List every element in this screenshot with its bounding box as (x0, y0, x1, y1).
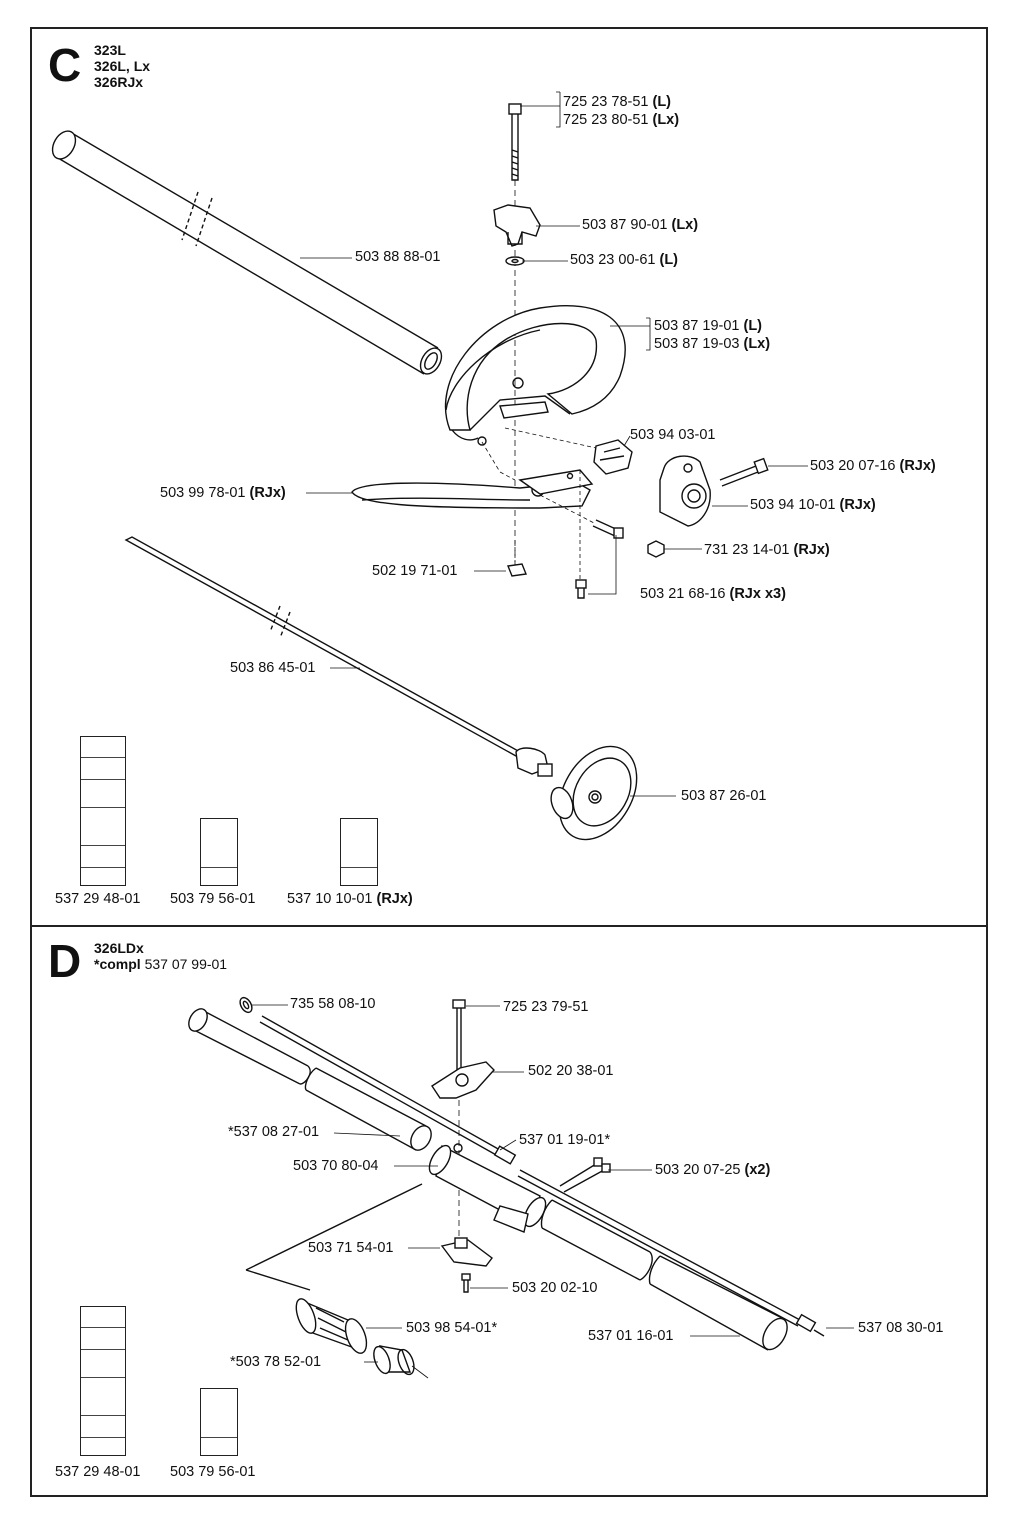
part-label: 503 98 54-01* (406, 1320, 498, 1336)
long-shaft-d (517, 1169, 825, 1337)
part-label: 503 87 90-01 (Lx) (582, 217, 699, 233)
part-label: 537 01 19-01* (519, 1132, 611, 1148)
part-label: 503 70 80-04 (293, 1158, 379, 1174)
drive-shaft-c (124, 536, 553, 777)
part-label: 503 21 68-16 (RJx x3) (640, 586, 786, 602)
inner-shaft-d (259, 1015, 517, 1165)
lower-tube-d (540, 1199, 788, 1351)
part-label: 503 87 19-03 (Lx) (654, 336, 771, 352)
part-label: 502 20 38-01 (528, 1063, 614, 1079)
wing-knob-d (431, 1061, 495, 1099)
clamp-d (440, 1237, 493, 1293)
coupling-housing-d (428, 1143, 547, 1233)
model-label: 326RJx (94, 74, 144, 90)
decal-label: 503 79 56-01 (170, 891, 256, 907)
compl-label: *compl 537 07 99-01 (94, 956, 228, 972)
part-label: 537 08 30-01 (858, 1320, 944, 1336)
decal-label: 537 10 10-01 (RJx) (287, 891, 413, 907)
filter-d (245, 1183, 423, 1354)
model-label: 326LDx (94, 940, 144, 956)
section-divider (30, 925, 988, 927)
part-label: 503 20 07-25 (x2) (655, 1162, 771, 1178)
decal-537-29-48-01-d (80, 1306, 126, 1456)
part-label: *537 08 27-01 (228, 1124, 320, 1140)
part-label: 725 23 80-51 (Lx) (563, 112, 680, 128)
part-label: 503 20 07-16 (RJx) (810, 458, 936, 474)
bracket-c (659, 455, 711, 527)
part-label: 503 86 45-01 (230, 660, 316, 676)
decal-label: 503 79 56-01 (170, 1464, 256, 1480)
shaft-tube-c (51, 130, 443, 375)
leader-lines-c (300, 91, 808, 797)
part-label: 503 94 03-01 (630, 427, 716, 443)
screw-c1 (719, 457, 769, 487)
part-label: *503 78 52-01 (230, 1354, 322, 1370)
decal-503-79-56-01-d (200, 1388, 238, 1456)
leader-lines-d (252, 1004, 854, 1363)
part-label: 502 19 71-01 (372, 563, 458, 579)
part-label: 725 23 78-51 (L) (563, 94, 672, 110)
section-d-letter: D (48, 935, 82, 987)
coupling-tube-d (304, 1067, 432, 1151)
lower-bar-c (351, 469, 594, 509)
part-label: 725 23 79-51 (503, 999, 589, 1015)
part-label: 503 87 26-01 (681, 788, 767, 804)
washer-c (505, 256, 525, 266)
part-label: 503 94 10-01 (RJx) (750, 497, 876, 513)
screws-d (559, 1157, 611, 1193)
model-label: 326L, Lx (94, 58, 151, 74)
decal-537-29-48-01-c (80, 736, 126, 886)
part-label: 503 23 00-61 (L) (570, 252, 679, 268)
part-label: 537 01 16-01 (588, 1328, 674, 1344)
guard-disc-c (550, 745, 638, 841)
decal-label: 537 29 48-01 (55, 891, 141, 907)
part-label: 503 88 88-01 (355, 249, 441, 265)
section-c-letter: C (48, 39, 82, 91)
decal-503-79-56-01-c (200, 818, 238, 886)
part-label: 735 58 08-10 (290, 996, 376, 1012)
clamp-block-c (504, 427, 633, 475)
section-c-models: 323L 326L, Lx 326RJx (94, 42, 150, 90)
cap-d (373, 1345, 429, 1379)
part-label: 503 87 19-01 (L) (654, 318, 763, 334)
section-d-models: 326LDx *compl 537 07 99-01 (94, 940, 227, 972)
screw-c2 (539, 470, 624, 599)
page-frame (30, 27, 988, 1497)
square-nut-c (507, 563, 527, 577)
loop-handle-c (444, 304, 626, 446)
part-label: 731 23 14-01 (RJx) (704, 542, 830, 558)
wing-knob-c (493, 204, 541, 247)
grommet-d (239, 996, 253, 1014)
part-label: 503 71 54-01 (308, 1240, 394, 1256)
upper-tube-d (188, 1008, 311, 1085)
decal-label: 537 29 48-01 (55, 1464, 141, 1480)
decal-537-10-10-01-c (340, 818, 378, 886)
part-label: 503 99 78-01 (RJx) (160, 485, 286, 501)
nut-c (647, 540, 665, 558)
model-label: 323L (94, 42, 126, 58)
part-label: 503 20 02-10 (512, 1280, 598, 1296)
